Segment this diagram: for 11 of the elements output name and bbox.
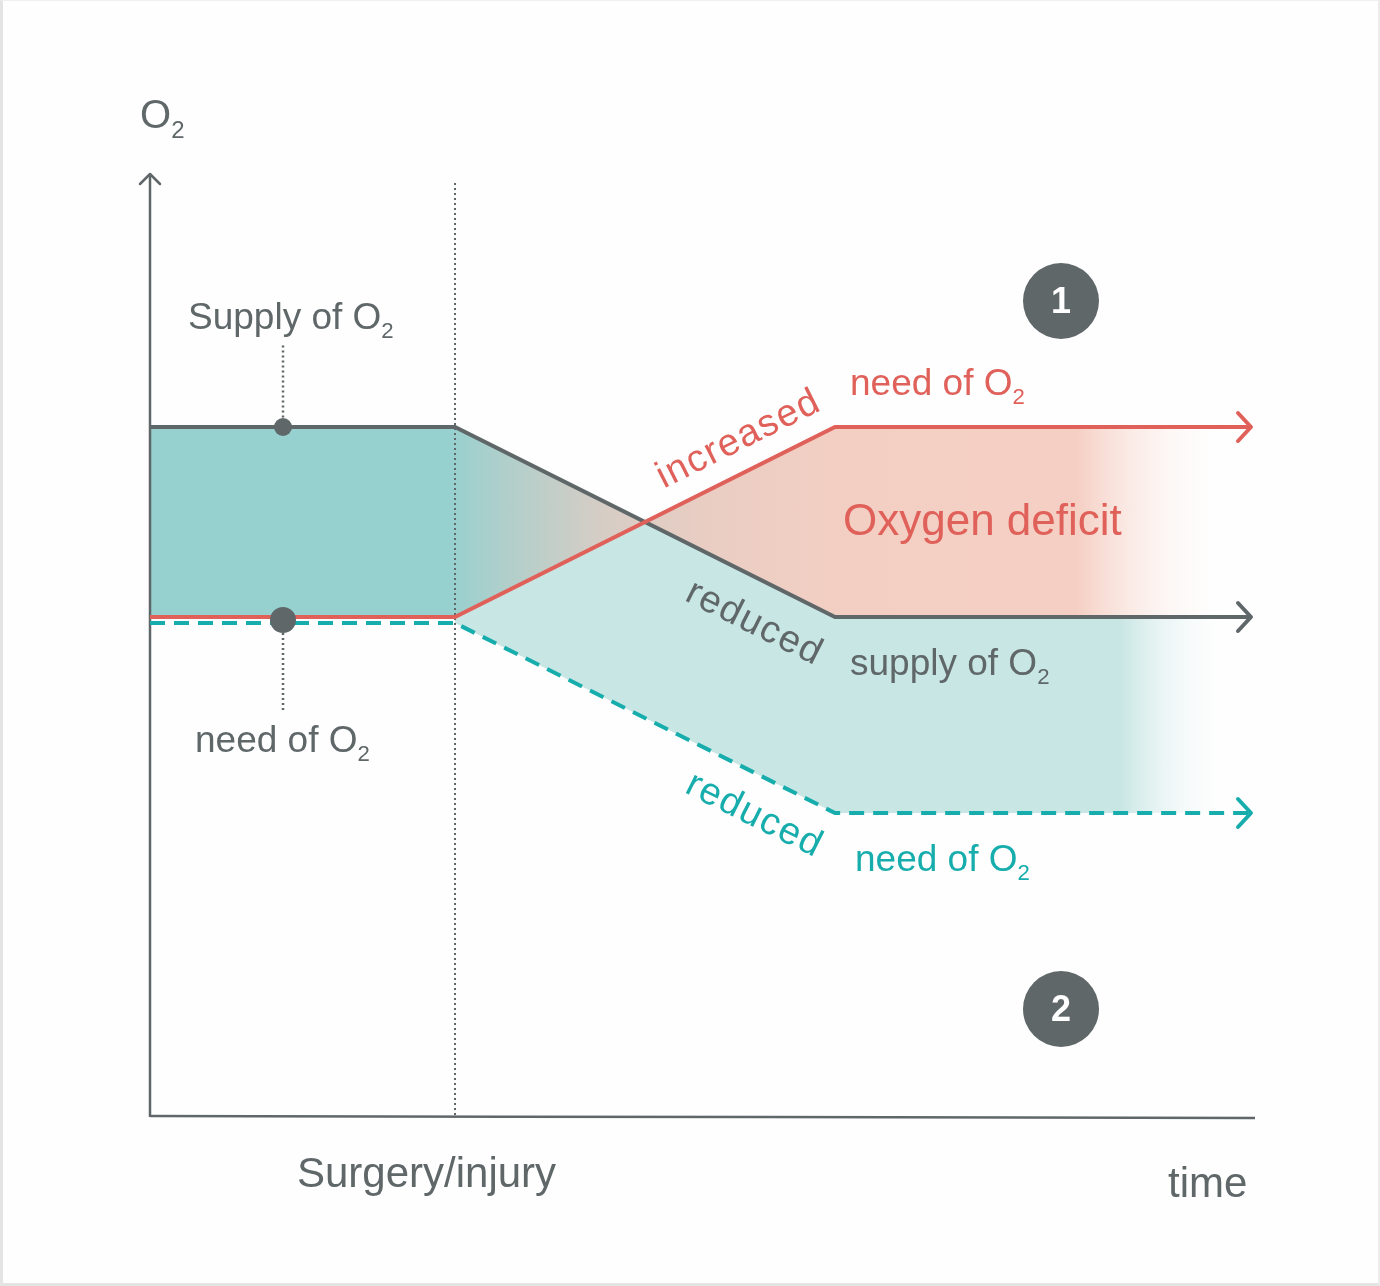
annotation-text: need of O$_{2}$ xyxy=(195,718,370,763)
line-label: need of O$_{2}$ xyxy=(850,361,1025,406)
leader-line xyxy=(281,345,285,418)
area-label: Oxygen deficit xyxy=(843,494,1122,546)
axis-title: O$_{2}$ xyxy=(140,91,185,138)
line-label: need of O$_{2}$ xyxy=(855,837,1030,882)
leader-line xyxy=(281,633,285,710)
event-label: Surgery/injury xyxy=(297,1148,557,1198)
line-label: supply of O$_{2}$ xyxy=(850,641,1050,686)
annotation-text: Supply of O$_{2}$ xyxy=(188,295,394,340)
axis-title: time xyxy=(1168,1158,1248,1208)
